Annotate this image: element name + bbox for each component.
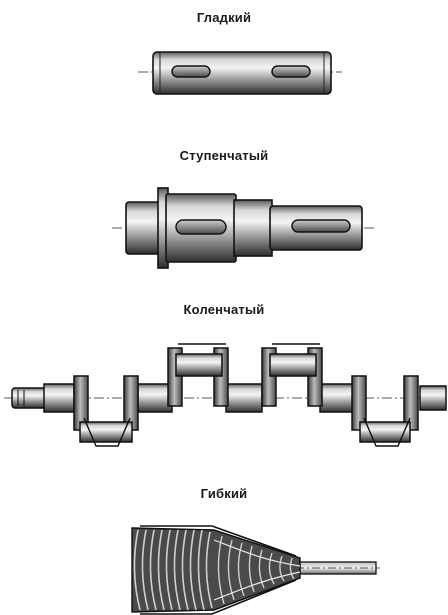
flexible-shaft-illustration xyxy=(131,525,380,615)
smooth-shaft-caption: Гладкий xyxy=(196,10,252,25)
smooth-shaft-illustration xyxy=(138,51,342,95)
stepped-shaft-illustration xyxy=(112,187,376,269)
crankshaft-caption: Коленчатый xyxy=(183,302,265,317)
flexible-shaft-caption: Гибкий xyxy=(200,486,248,501)
stepped-shaft-caption: Ступенчатый xyxy=(179,148,269,163)
crankshaft-illustration xyxy=(4,343,447,447)
